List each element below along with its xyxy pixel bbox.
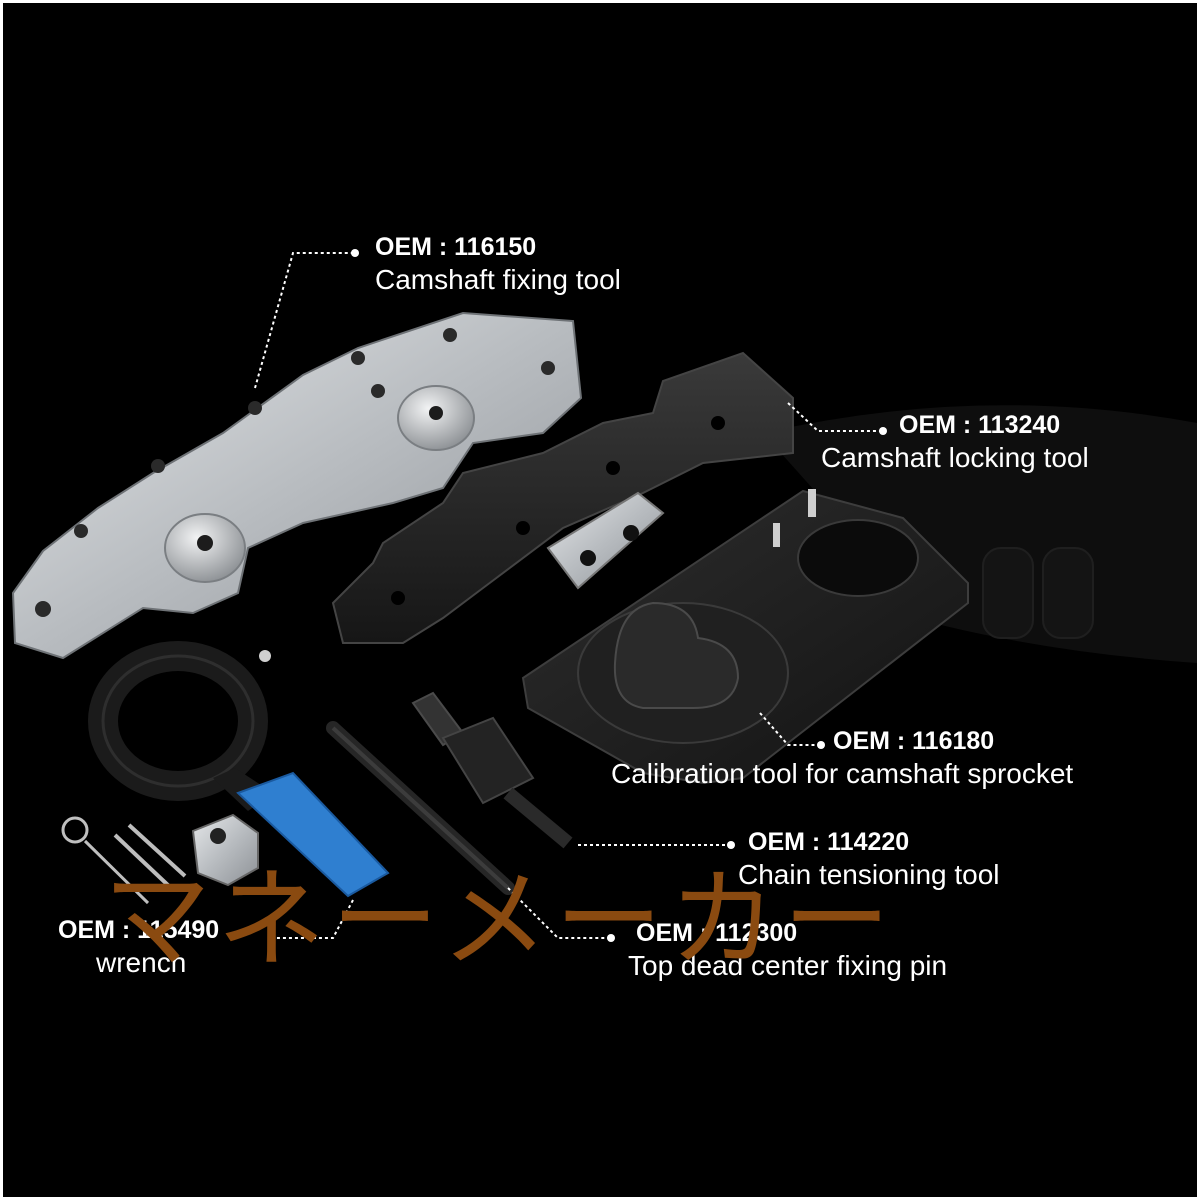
tdc-fixing-pin	[326, 721, 515, 895]
oem-code: OEM : 112300	[636, 919, 798, 947]
wrench-tool	[88, 641, 390, 898]
oem-code: OEM : 114220	[748, 828, 910, 856]
oem-code: OEM : 116180	[833, 727, 995, 755]
tool-name: Top dead center fixing pin	[628, 950, 948, 981]
label-chain-tensioning: OEM : 114220 Chain tensioning tool	[738, 827, 1000, 893]
tool-name: Calibration tool for camshaft sprocket	[611, 758, 1074, 789]
label-camshaft-locking: OEM : 113240 Camshaft locking tool	[821, 410, 1089, 476]
small-parts	[61, 813, 259, 905]
tool-name: wrench	[96, 947, 187, 978]
leader-lines	[254, 252, 883, 939]
watermark-text: マネーメーカー	[103, 858, 897, 983]
label-camshaft-fixing: OEM : 116150 Camshaft fixing tool	[375, 232, 621, 298]
chain-tensioning-tool	[411, 691, 573, 849]
tool-kit-illustration	[11, 249, 1197, 942]
tool-name: Chain tensioning tool	[738, 859, 1000, 890]
oem-code: OEM : 116150	[375, 233, 537, 261]
label-calibration: OEM : 116180 Calibration tool for camsha…	[611, 726, 1073, 792]
product-photo-frame: OEM : 116150 Camshaft fixing tool OEM : …	[3, 3, 1197, 1197]
camshaft-locking-tool	[331, 351, 794, 644]
tool-name: Camshaft locking tool	[821, 442, 1089, 473]
label-wrench: OEM : 115490 wrench	[58, 915, 219, 981]
leader-dots	[351, 249, 887, 942]
oem-code: OEM : 113240	[899, 411, 1061, 439]
oem-code: OEM : 115490	[58, 916, 220, 944]
label-tdc-pin: OEM : 112300 Top dead center fixing pin	[628, 918, 947, 984]
tool-name: Camshaft fixing tool	[375, 264, 621, 295]
car-grille-backdrop	[763, 405, 1197, 663]
camshaft-fixing-tool	[11, 311, 583, 660]
calibration-tool	[521, 489, 969, 785]
